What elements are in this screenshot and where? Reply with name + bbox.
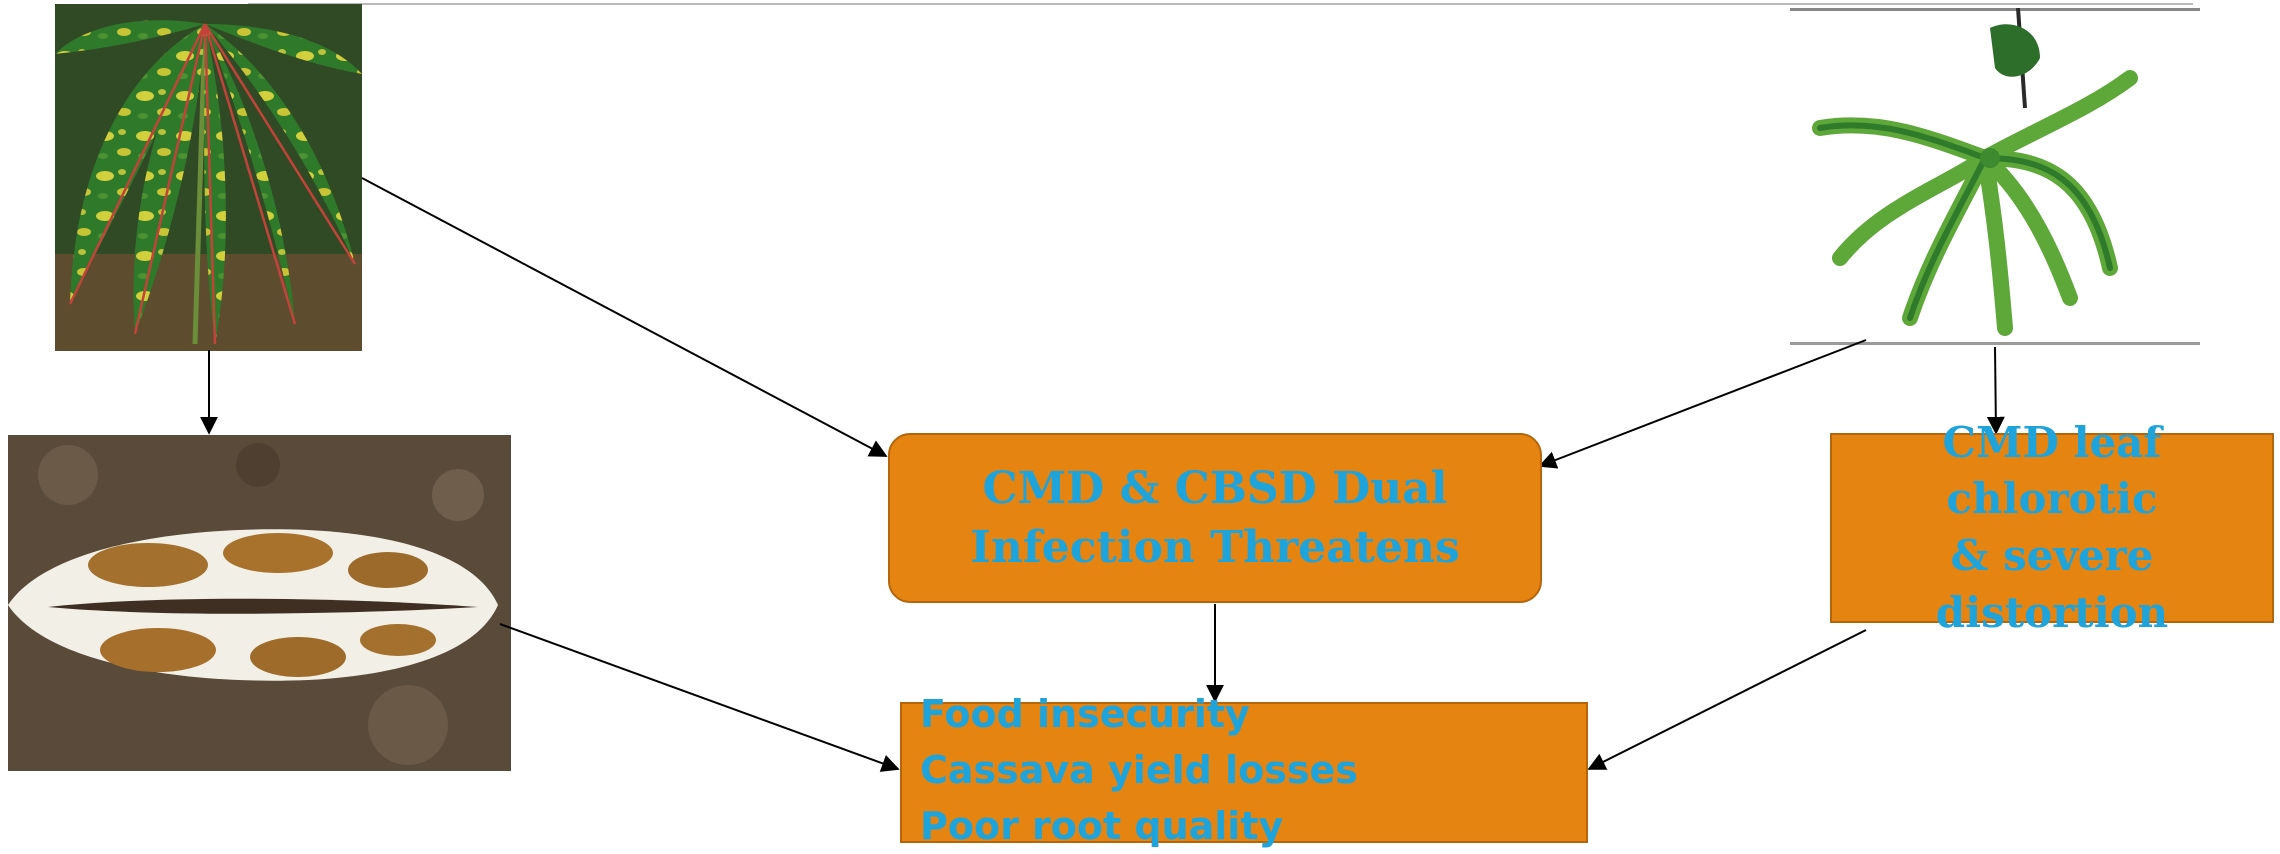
cmd-symptom-box: CMD leaf chlorotic & severe distortion — [1830, 418, 2274, 637]
arrow-root-to-bottom — [499, 623, 900, 772]
arrow-distorted-to-right — [1986, 346, 2005, 435]
dual-infection-line-2: Infection Threatens — [970, 522, 1460, 573]
impact-item: Poor root quality — [920, 804, 1284, 848]
cmd-symptom-line-2: & severe distortion — [1935, 531, 2169, 637]
cmd-symptom-line-1: CMD leaf chlorotic — [1942, 417, 2162, 524]
dual-infection-box: CMD & CBSD Dual Infection Threatens — [888, 433, 1542, 603]
distorted-leaf-photo — [1790, 8, 2200, 345]
arrow-right-to-bottom — [1587, 629, 1867, 770]
dual-infection-line-1: CMD & CBSD Dual — [982, 462, 1448, 514]
top-rule — [248, 3, 2193, 5]
arrow-distorted-to-center — [1538, 339, 1867, 469]
cmd-mosaic-leaf-photo — [55, 4, 362, 351]
cbsd-root-necrosis-photo — [8, 435, 511, 771]
impact-box: Food insecurity Cassava yield losses Poo… — [900, 692, 1588, 848]
arrow-leaf-to-center — [361, 177, 888, 457]
impact-item: Food insecurity — [920, 692, 1250, 736]
impact-item: Cassava yield losses — [920, 748, 1358, 792]
